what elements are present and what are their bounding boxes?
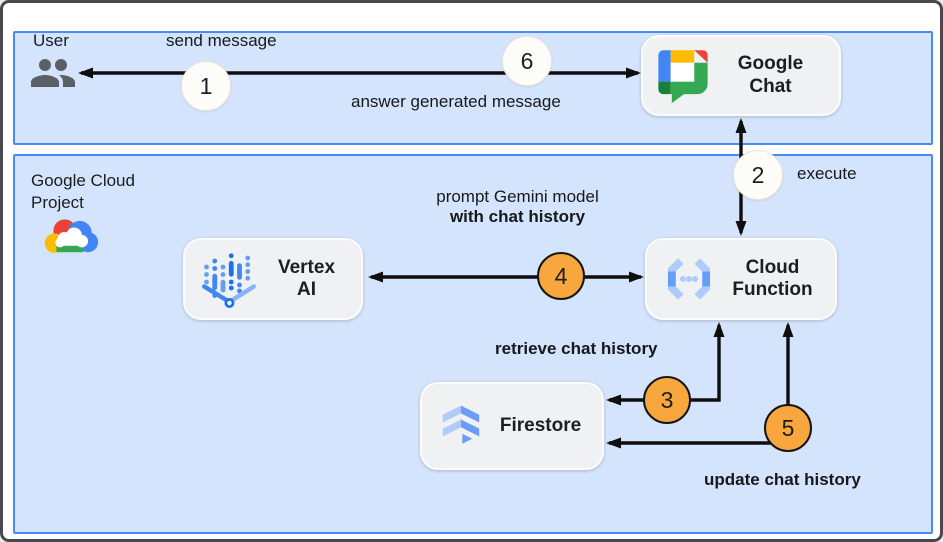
group-icon xyxy=(29,51,77,98)
step-badge-4: 4 xyxy=(537,252,585,300)
node-firestore-label-line1: Firestore xyxy=(499,414,582,436)
edge-label-prompt-gemini-line1: prompt Gemini model xyxy=(436,187,599,206)
vertex-ai-icon xyxy=(198,249,260,309)
node-vertex-ai: Vertex AI xyxy=(183,238,363,320)
edge-label-retrieve-chat-history: retrieve chat history xyxy=(495,339,658,358)
node-google-chat-label-line1: Google xyxy=(737,53,804,75)
node-cloud-function-label: Cloud Function xyxy=(718,257,835,302)
node-firestore: Firestore xyxy=(420,382,604,470)
lane-user-label: User xyxy=(33,31,69,50)
step-badge-6: 6 xyxy=(502,36,552,86)
cloud-function-icon xyxy=(660,250,718,308)
node-vertex-ai-label-line1: Vertex xyxy=(277,256,336,278)
edge-label-answer-generated-message: answer generated message xyxy=(351,92,561,111)
step-badge-1: 1 xyxy=(181,61,231,111)
node-google-chat-label-line2: Chat xyxy=(749,75,792,97)
node-cloud-function-label-line1: Cloud xyxy=(745,256,800,278)
node-vertex-ai-label: Vertex AI xyxy=(260,257,361,302)
google-chat-icon xyxy=(656,48,710,104)
step-badge-5: 5 xyxy=(764,404,812,452)
step-badge-2: 2 xyxy=(733,150,783,200)
node-google-chat: Google Chat xyxy=(641,35,841,116)
node-firestore-label: Firestore xyxy=(487,415,602,437)
edge-label-prompt-gemini-line2: with chat history xyxy=(449,207,586,226)
firestore-icon xyxy=(435,398,487,454)
node-vertex-ai-label-line2: AI xyxy=(297,279,316,300)
lane-gcp-label: Google Cloud Project xyxy=(31,171,135,213)
node-cloud-function: Cloud Function xyxy=(645,238,837,320)
node-cloud-function-label-line2: Function xyxy=(732,279,813,300)
step-badge-3: 3 xyxy=(643,376,691,424)
edge-label-execute: execute xyxy=(797,164,857,183)
node-google-chat-label: Google Chat xyxy=(710,53,839,98)
edge-label-update-chat-history: update chat history xyxy=(704,470,861,489)
edge-label-prompt-gemini: prompt Gemini model with chat history xyxy=(415,187,620,227)
edge-label-send-message: send message xyxy=(166,31,277,50)
google-cloud-logo xyxy=(43,215,101,266)
